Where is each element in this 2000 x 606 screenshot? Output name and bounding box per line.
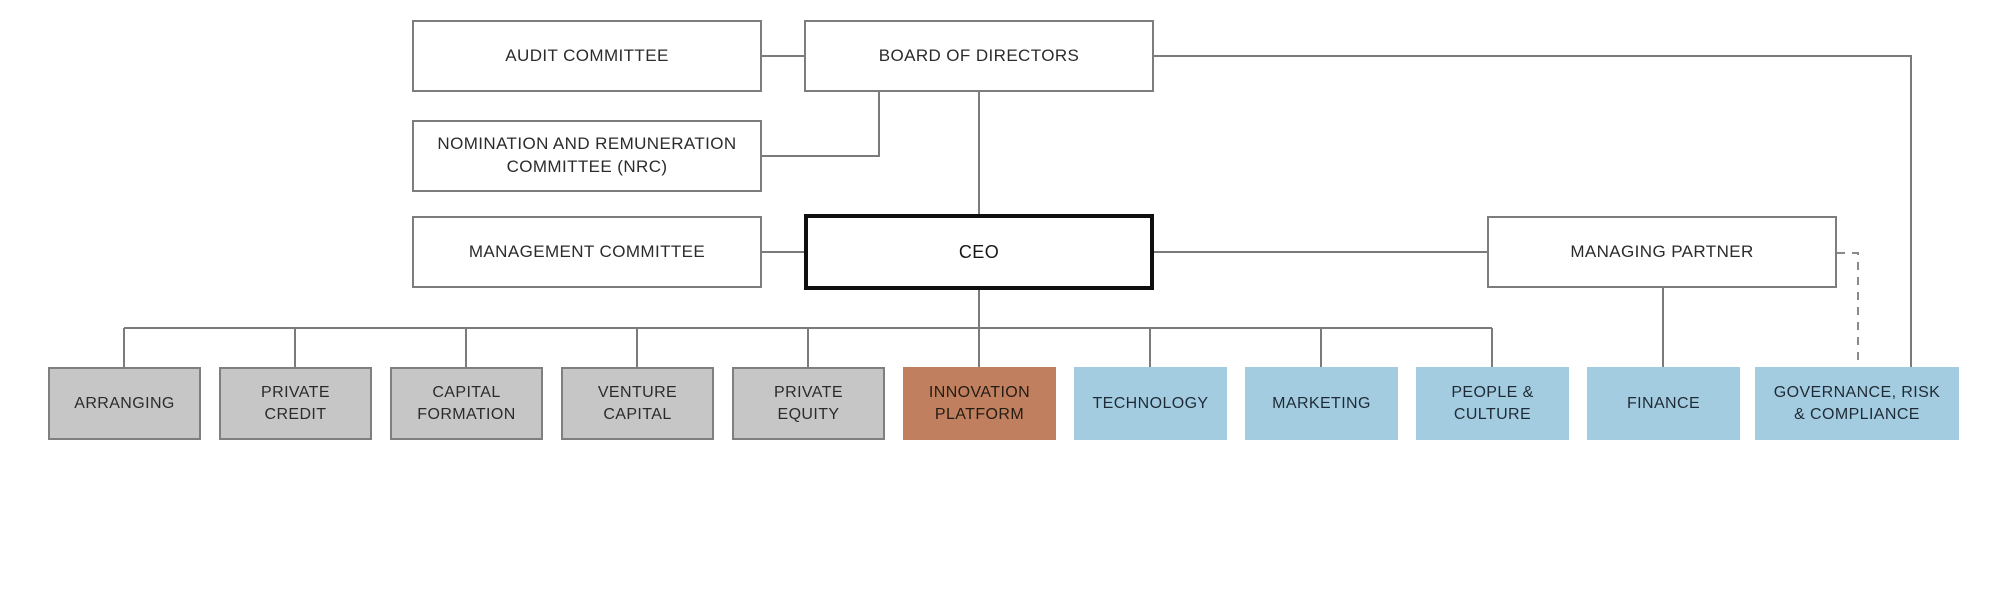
node-nomination-remuneration-committee: NOMINATION AND REMUNERATION COMMITTEE (N… <box>412 120 762 192</box>
node-private-credit: PRIVATE CREDIT <box>219 367 372 440</box>
node-label: CAPITAL FORMATION <box>417 383 516 423</box>
node-label: ARRANGING <box>74 394 175 412</box>
node-audit-committee: AUDIT COMMITTEE <box>412 20 762 92</box>
node-label: MANAGEMENT COMMITTEE <box>468 241 706 261</box>
node-label: GOVERNANCE, RISK & COMPLIANCE <box>1773 383 1941 423</box>
node-innovation-platform: INNOVATION PLATFORM <box>903 367 1056 440</box>
node-capital-formation: CAPITAL FORMATION <box>390 367 543 440</box>
edge-mp-governance-dashed <box>1837 252 1859 367</box>
node-label: BOARD OF DIRECTORS <box>878 45 1080 65</box>
node-private-equity: PRIVATE EQUITY <box>732 367 885 440</box>
node-ceo: CEO <box>804 214 1154 290</box>
node-label: INNOVATION PLATFORM <box>928 383 1031 423</box>
node-label: FINANCE <box>1626 394 1701 412</box>
node-marketing: MARKETING <box>1245 367 1398 440</box>
node-management-committee: MANAGEMENT COMMITTEE <box>412 216 762 288</box>
edge-board-governance <box>1154 55 1912 367</box>
node-label: MARKETING <box>1272 394 1371 412</box>
node-governance-risk-compliance: GOVERNANCE, RISK & COMPLIANCE <box>1755 367 1959 440</box>
node-board-of-directors: BOARD OF DIRECTORS <box>804 20 1154 92</box>
node-managing-partner: MANAGING PARTNER <box>1487 216 1837 288</box>
node-people-culture: PEOPLE & CULTURE <box>1416 367 1569 440</box>
node-technology: TECHNOLOGY <box>1074 367 1227 440</box>
node-label: PEOPLE & CULTURE <box>1451 383 1534 423</box>
edge-board-nrc <box>762 92 880 157</box>
node-venture-capital: VENTURE CAPITAL <box>561 367 714 440</box>
node-label: MANAGING PARTNER <box>1570 241 1754 261</box>
node-arranging: ARRANGING <box>48 367 201 440</box>
node-label: AUDIT COMMITTEE <box>505 45 669 65</box>
node-label: CEO <box>958 241 1000 262</box>
node-label: NOMINATION AND REMUNERATION COMMITTEE (N… <box>437 134 737 176</box>
node-label: PRIVATE CREDIT <box>261 383 330 423</box>
node-label: PRIVATE EQUITY <box>774 383 843 423</box>
node-label: VENTURE CAPITAL <box>597 383 678 423</box>
node-label: TECHNOLOGY <box>1092 394 1209 412</box>
node-finance: FINANCE <box>1587 367 1740 440</box>
